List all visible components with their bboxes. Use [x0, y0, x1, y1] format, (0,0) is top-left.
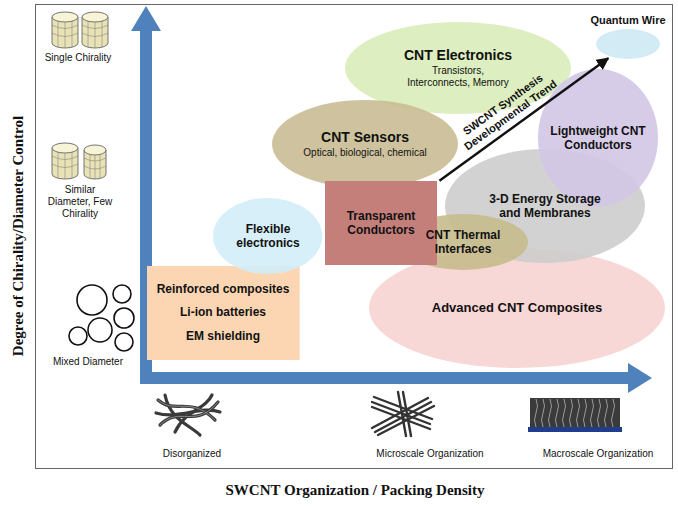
- list-item: EM shielding: [186, 329, 260, 343]
- node-text-block: Transparent Conductors: [335, 209, 427, 238]
- disorganized-tubes: [156, 395, 220, 435]
- node-text-block: 3-D Energy Storage and Membranes: [478, 192, 612, 221]
- composites-ellipse: Advanced CNT Composites: [369, 248, 665, 368]
- list-item: Li-ion batteries: [180, 306, 266, 320]
- box-fill: [325, 181, 437, 265]
- microscale-bundles: [372, 392, 434, 436]
- node-title: Lightweight CNT Conductors: [546, 124, 650, 153]
- transparent-box: Transparent Conductors: [325, 181, 437, 265]
- icon-label: Single Chirality: [28, 52, 128, 64]
- node-title: CNT Sensors: [321, 129, 409, 146]
- flexible-ellipse: Flexible electronics: [213, 198, 322, 274]
- quantum-wire-ellipse: Quantum Wire: [596, 29, 660, 59]
- box-fill: [147, 266, 300, 360]
- mixed-diameter-circles: [69, 285, 134, 351]
- single-chirality-tubes: [52, 12, 108, 48]
- node-title: CNT Electronics: [404, 47, 512, 64]
- node-title: 3-D Energy Storage and Membranes: [478, 192, 612, 221]
- node-text-block: CNT Thermal Interfaces: [421, 228, 505, 257]
- ellipse-fill: [272, 100, 458, 188]
- node-title: CNT Thermal Interfaces: [421, 228, 505, 257]
- node-title: Flexible electronics: [226, 222, 310, 251]
- list-item: Reinforced composites: [157, 282, 290, 296]
- node-text-block: Flexible electronics: [226, 222, 310, 251]
- ellipse-fill: [596, 29, 660, 59]
- icon-label: Microscale Organization: [350, 448, 510, 460]
- ellipse-outline: [596, 29, 660, 59]
- icon-label: Similar Diameter, Few Chirality: [44, 184, 116, 220]
- node-text-block: Reinforced compositesLi-ion batteries EM …: [143, 282, 303, 343]
- applications-box: Reinforced compositesLi-ion batteries EM …: [147, 266, 300, 360]
- similar-diameter-tubes: [52, 143, 106, 179]
- node-body: Optical, biological, chemical: [303, 147, 426, 159]
- node-body: Transistors, Interconnects, Memory: [403, 65, 513, 89]
- node-title: Quantum Wire: [590, 14, 665, 27]
- axis-title: SWCNT Organization / Packing Density: [145, 481, 565, 499]
- axis-title: Degree of Chirality/Diameter Control: [9, 116, 27, 356]
- node-text-block: CNT SensorsOptical, biological, chemical: [285, 129, 445, 159]
- ellipse-fill: [398, 214, 528, 270]
- node-text-block: Quantum Wire: [578, 14, 678, 27]
- icon-label: Disorganized: [132, 448, 252, 460]
- icon-label: Mixed Diameter: [38, 356, 138, 368]
- node-text-block: Advanced CNT Composites: [402, 300, 632, 316]
- macroscale-array: [528, 398, 622, 432]
- ellipse-fill: [369, 248, 665, 368]
- sensors-ellipse: CNT SensorsOptical, biological, chemical: [272, 100, 458, 188]
- x-axis-arrow: [140, 363, 652, 393]
- frame: [36, 5, 673, 469]
- node-title: Advanced CNT Composites: [432, 300, 602, 316]
- node-text-block: Lightweight CNT Conductors: [546, 124, 650, 153]
- node-title: Transparent Conductors: [335, 209, 427, 238]
- thermal-ellipse: CNT Thermal Interfaces: [398, 214, 528, 270]
- node-text-block: CNT ElectronicsTransistors, Interconnect…: [383, 47, 533, 89]
- icon-label: Macroscale Organization: [528, 448, 668, 460]
- ellipse-fill: [213, 198, 322, 274]
